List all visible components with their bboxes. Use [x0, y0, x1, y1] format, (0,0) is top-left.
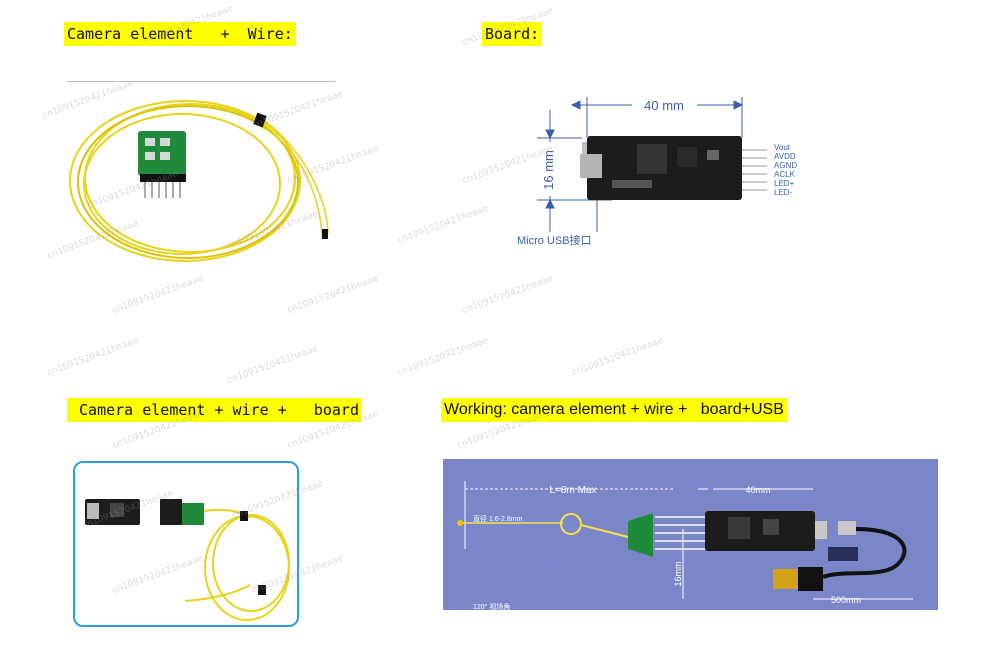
- camera-board: [705, 511, 815, 551]
- board-width-dimension: 40mm: [745, 485, 770, 495]
- camera-wire-photo: [60, 86, 350, 286]
- working-label: Working: camera element + wire + board+U…: [441, 398, 787, 422]
- camera-tip: [322, 229, 328, 239]
- working-photo: L=8m Max 40mm 16mm 500mm 直径 1.6-2.8mm 12…: [443, 459, 938, 611]
- fov-label: 120° 视场角: [473, 602, 510, 610]
- width-dimension: 40 mm: [644, 98, 684, 113]
- camera-wire-label: Camera element + Wire:: [64, 22, 296, 46]
- usb-c-plug: [838, 521, 856, 535]
- pin-label: AGND: [774, 161, 797, 170]
- pin-label: ACLK: [774, 170, 796, 179]
- divider-line: [67, 81, 335, 82]
- connector-pcb: [138, 131, 186, 198]
- board-label: Board:: [482, 22, 543, 46]
- cable-length-dimension: 500mm: [831, 595, 861, 605]
- camera-board: [580, 136, 767, 200]
- height-dimension: 16 mm: [541, 150, 556, 190]
- watermark: cn1091520421heaae: [396, 203, 490, 247]
- watermark: cn1091520421heaae: [46, 335, 140, 379]
- watermark: cn1091520421heaae: [461, 273, 555, 317]
- pin-label: LED+: [774, 179, 795, 188]
- watermark: cn1091520421heaae: [396, 335, 490, 379]
- watermark: cn1091520421heaae: [571, 335, 665, 379]
- connector-pcb: [182, 503, 204, 525]
- lens-diameter-label: 直径 1.6-2.8mm: [473, 514, 523, 523]
- board-height-dimension: 16mm: [673, 561, 683, 586]
- usb-a-plug: [773, 569, 803, 589]
- pin-label: Vout: [774, 143, 791, 152]
- camera-wire-board-label: Camera element + wire + board: [67, 398, 362, 422]
- length-dimension: L=8m Max: [550, 485, 597, 496]
- watermark: cn1091520421heaae: [226, 343, 320, 387]
- pin-label: LED-: [774, 188, 793, 197]
- usb-label: Micro USB接口: [517, 234, 592, 247]
- board-photo: 40 mm 16 mm Micro USB接口 Vout AVDD AGND A…: [512, 92, 802, 252]
- camera-tip: [457, 520, 463, 526]
- connector-pcb: [628, 513, 653, 557]
- kit-photo: [73, 461, 299, 627]
- pin-label: AVDD: [774, 152, 796, 161]
